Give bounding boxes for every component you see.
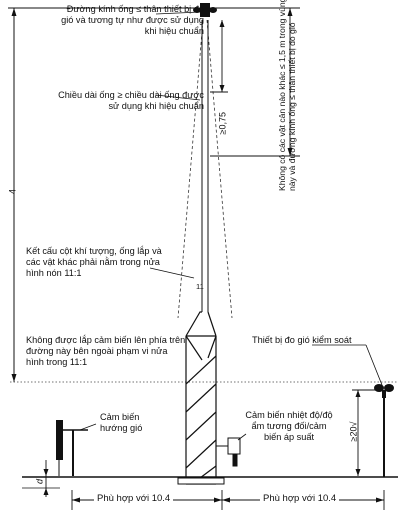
fit-left-label: Phù hợp với 10.4 — [94, 493, 174, 504]
wind-vane-icon — [56, 420, 88, 476]
temp-humidity-sensor-label: Cảm biến nhiệt độ/độ ẩm tương đối/cảm bi… — [245, 410, 333, 442]
lattice-tower — [185, 311, 217, 485]
control-anemometer-icon — [374, 384, 394, 477]
ratio-11-label: 11 — [196, 282, 204, 291]
control-anemometer-label: Thiết bị đo gió kiểm soát — [252, 335, 352, 345]
d-label: d — [34, 479, 45, 485]
tower-base — [177, 477, 225, 485]
min-075-dimension — [210, 20, 228, 93]
obstacle-zone-dimension — [210, 7, 300, 157]
half-cone — [177, 19, 233, 319]
min-075-label: ≥0,75 — [217, 112, 228, 135]
temp-sensor-icon — [216, 437, 241, 467]
no-sensor-note: Không được lắp cảm biến lên phía trên đư… — [26, 335, 186, 367]
wind-direction-sensor-label: Cảm biến hướng gió — [100, 412, 143, 433]
height-4-label: 4 — [7, 189, 18, 195]
fit-right-label: Phù hợp với 10.4 — [260, 493, 340, 504]
top-anemometer-icon — [193, 3, 217, 17]
height-dimension — [8, 7, 200, 382]
vertical-obstacle-note: Không có các vật cản nào khác ≤ 1,5 m tr… — [277, 0, 297, 191]
structure-note: Kết cấu cột khí tượng, ống lắp và các vậ… — [26, 246, 162, 278]
boom-tube — [201, 20, 209, 312]
d-dimension — [43, 460, 49, 497]
height-20l-dimension — [352, 389, 376, 476]
height-20l-label: ≥20√ — [348, 421, 359, 442]
diameter-note: Đường kính ống ≤ thân thiết bị đo gió và… — [61, 4, 204, 36]
length-note: Chiều dài ống ≥ chiều dài ống được sử dụ… — [58, 90, 204, 111]
leader-lines — [79, 11, 383, 441]
